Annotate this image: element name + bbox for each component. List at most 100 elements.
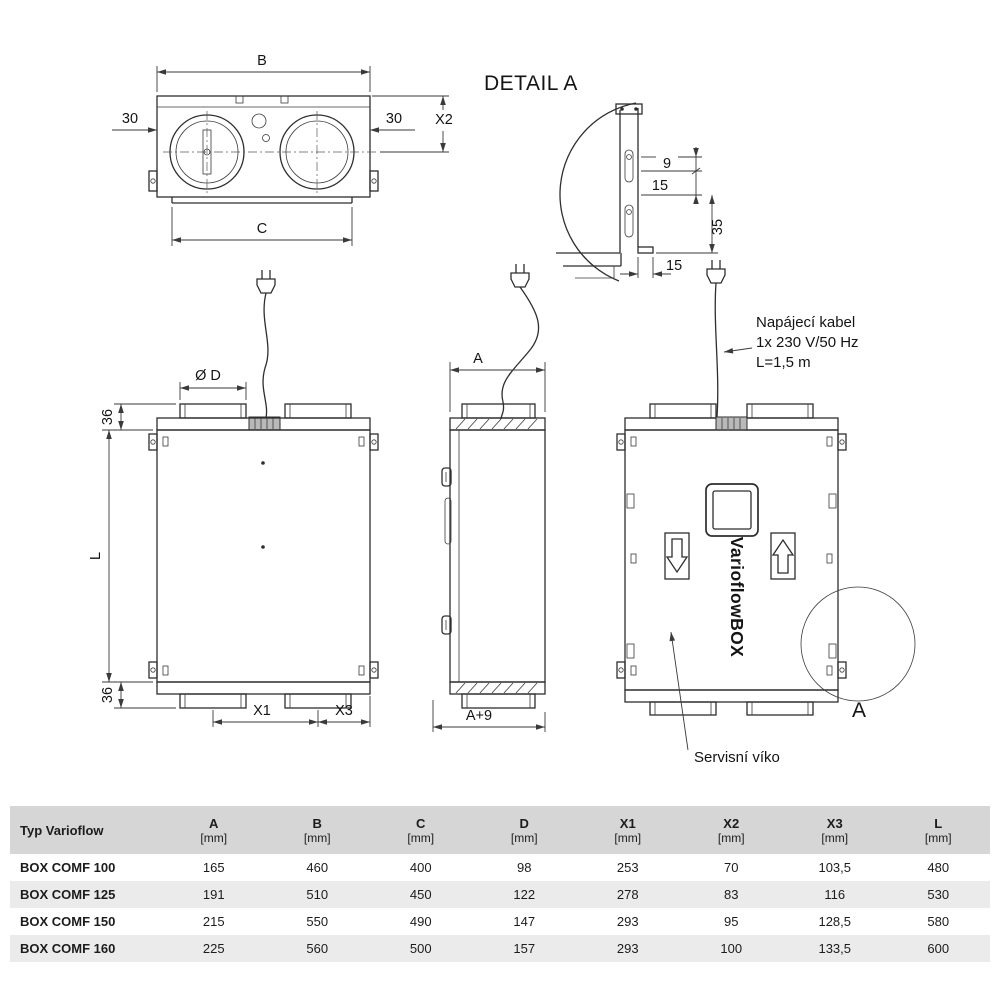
- detail-bubble-arc: [559, 102, 637, 282]
- cable-leader-line: [723, 347, 753, 354]
- cell: 530: [927, 887, 950, 902]
- col-letter: X2: [723, 815, 740, 831]
- dim-label-x1: X1: [253, 703, 271, 719]
- cell: 253: [616, 860, 639, 875]
- table-header-b: B[mm]: [265, 806, 369, 854]
- table-header-x2: X2[mm]: [679, 806, 783, 854]
- cell: 510: [306, 887, 329, 902]
- dim-label-30-right: 30: [386, 111, 402, 127]
- table-header-x3: X3[mm]: [783, 806, 887, 854]
- dim-label-9: 9: [663, 156, 671, 172]
- cell: 580: [927, 914, 950, 929]
- cell: 116: [824, 887, 846, 902]
- airflow-up-arrow-icon: [770, 532, 796, 580]
- row-type: BOX COMF 150: [20, 914, 116, 929]
- dim-label-diameter-d: Ø D: [195, 368, 221, 384]
- col-unit: [mm]: [510, 830, 538, 845]
- cell: 215: [202, 914, 225, 929]
- cell: 165: [202, 860, 225, 875]
- table-row: BOX COMF 125 191 510 450 122 278 83 116 …: [10, 881, 990, 908]
- cell: 293: [616, 914, 639, 929]
- dim-label-30-left: 30: [122, 111, 138, 127]
- power-plug-icon: [706, 260, 726, 284]
- dim-label-l: L: [88, 552, 104, 560]
- dim-label-a-plus-9: A+9: [466, 708, 492, 724]
- cell: 133,5: [818, 941, 852, 956]
- dim-label-b: B: [257, 53, 267, 69]
- cell: 98: [517, 860, 532, 875]
- col-letter: X1: [619, 815, 636, 831]
- top-view-drawing: B 30 30 X2 C: [112, 53, 453, 246]
- cell: 100: [720, 941, 743, 956]
- table-header-a: A[mm]: [162, 806, 266, 854]
- cell: 191: [202, 887, 225, 902]
- row-type: BOX COMF 160: [20, 941, 116, 956]
- table-header-x1: X1[mm]: [576, 806, 680, 854]
- cell: 278: [616, 887, 639, 902]
- table-row: BOX COMF 100 165 460 400 98 253 70 103,5…: [10, 854, 990, 881]
- power-cable: [262, 292, 269, 419]
- cable-note-line-3: L=1,5 m: [756, 354, 811, 371]
- table-row: BOX COMF 160 225 560 500 157 293 100 133…: [10, 935, 990, 962]
- cable-note-line-2: 1x 230 V/50 Hz: [756, 334, 859, 351]
- cell: 128,5: [818, 914, 852, 929]
- brand-label: VarioflowBOX: [727, 537, 747, 658]
- dim-label-15-lower: 15: [666, 258, 682, 274]
- table-header-d: D[mm]: [472, 806, 576, 854]
- row-type: BOX COMF 125: [20, 887, 116, 902]
- power-plug-icon: [256, 270, 276, 294]
- cell: 480: [927, 860, 950, 875]
- col-letter: D: [519, 815, 529, 831]
- cell: 400: [409, 860, 432, 875]
- cell: 103,5: [818, 860, 852, 875]
- col-letter: A: [209, 815, 219, 831]
- detail-a-circle: [800, 586, 916, 702]
- col-unit: [mm]: [821, 830, 849, 845]
- col-letter: B: [312, 815, 322, 831]
- power-plug-icon: [510, 264, 530, 288]
- power-cable: [500, 286, 540, 420]
- dim-label-36-bottom: 36: [100, 687, 116, 703]
- cell: 490: [409, 914, 432, 929]
- cable-note-line-1: Napájecí kabel: [756, 314, 855, 331]
- table-header-c: C[mm]: [369, 806, 473, 854]
- dim-label-35: 35: [710, 219, 726, 235]
- cell: 95: [724, 914, 739, 929]
- col-unit: [mm]: [407, 830, 435, 845]
- table-header-type: Typ Varioflow: [10, 806, 162, 854]
- front-view-drawing: Ø D 36 L 36 X1 X3: [88, 270, 379, 727]
- dim-label-36-top: 36: [100, 409, 116, 425]
- col-unit: [mm]: [303, 830, 331, 845]
- col-unit: [mm]: [614, 830, 642, 845]
- cell: 600: [927, 941, 950, 956]
- dim-label-c: C: [257, 221, 267, 237]
- col-unit: [mm]: [717, 830, 745, 845]
- cell: 460: [306, 860, 329, 875]
- table-header-l: L[mm]: [886, 806, 990, 854]
- col-letter: X3: [826, 815, 843, 831]
- cell: 450: [409, 887, 432, 902]
- main-view-drawing: Napájecí kabel 1x 230 V/50 Hz L=1,5 m: [616, 260, 916, 766]
- detail-a-title: DETAIL A: [484, 72, 578, 95]
- detail-a-drawing: DETAIL A 9 15 35: [484, 72, 726, 282]
- col-letter: C: [416, 815, 426, 831]
- airflow-down-arrow-icon: [664, 532, 690, 580]
- cell: 157: [513, 941, 536, 956]
- table-row: BOX COMF 150 215 550 490 147 293 95 128,…: [10, 908, 990, 935]
- cell: 225: [202, 941, 225, 956]
- power-cable: [714, 282, 719, 418]
- cell: 293: [616, 941, 639, 956]
- dim-label-15-upper: 15: [652, 178, 668, 194]
- col-letter: L: [934, 815, 943, 831]
- dim-label-a: A: [473, 351, 483, 367]
- cell: 83: [724, 887, 739, 902]
- cell: 122: [513, 887, 536, 902]
- cell: 560: [306, 941, 329, 956]
- cell: 147: [513, 914, 536, 929]
- col-unit: [mm]: [200, 830, 228, 845]
- cell: 500: [409, 941, 432, 956]
- table-header-row: Typ Varioflow A[mm] B[mm] C[mm] D[mm] X1…: [10, 806, 990, 854]
- dim-label-x3: X3: [335, 703, 353, 719]
- detail-a-marker: A: [852, 699, 867, 722]
